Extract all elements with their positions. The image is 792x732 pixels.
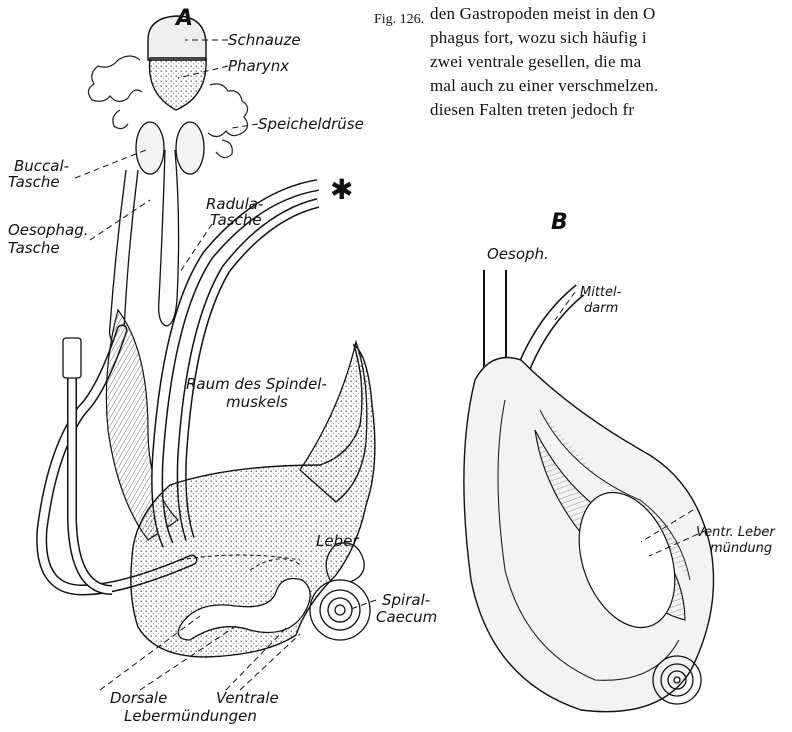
- label-oesophag-1: Oesophag.: [8, 222, 89, 238]
- spiral-caecum: [310, 580, 370, 640]
- panel-b-letter: B: [551, 210, 568, 235]
- text-line: phagus fort, wozu sich häufig i: [430, 26, 792, 50]
- label-schnauze: Schnauze: [228, 32, 301, 48]
- label-oesoph: Oesoph.: [487, 246, 549, 262]
- text-line: zwei ventrale gesellen, die ma: [430, 50, 792, 74]
- radula-sac: [159, 150, 179, 326]
- label-raum-1: Raum des Spindel-: [186, 376, 327, 392]
- text-line: mal auch zu einer verschmelzen.: [430, 74, 792, 98]
- body-text: den Gastropoden meist in den O phagus fo…: [430, 2, 792, 122]
- label-oesophag-2: Tasche: [8, 240, 60, 256]
- label-speicheldruese: Speicheldrüse: [258, 116, 364, 132]
- label-mitteldarm-2: darm: [584, 302, 618, 316]
- pharynx: [150, 58, 207, 110]
- buccal-pouch-right: [176, 122, 204, 174]
- asterisk-marker: ✱: [330, 173, 353, 206]
- panel-b-illustration: [445, 200, 792, 732]
- panel-a-letter: A: [176, 6, 193, 31]
- label-dorsale: Dorsale: [110, 690, 167, 706]
- text-line: diesen Falten treten jedoch fr: [430, 98, 792, 122]
- salivary-gland-left: [88, 56, 142, 129]
- label-buccal-2: Tasche: [8, 174, 60, 190]
- label-radula-2: Tasche: [210, 212, 262, 228]
- label-spiral-2: Caecum: [376, 609, 437, 625]
- text-line: den Gastropoden meist in den O: [430, 2, 792, 26]
- salivary-gland-right: [208, 84, 248, 158]
- label-lebermuendungen: Lebermündungen: [124, 708, 257, 724]
- label-leber: Leber: [316, 533, 359, 549]
- label-buccal-1: Buccal-: [14, 158, 69, 174]
- label-ventrale: Ventrale: [216, 690, 279, 706]
- label-spiral-1: Spiral-: [382, 592, 430, 608]
- label-mitteldarm-1: Mittel-: [580, 286, 621, 300]
- label-raum-2: muskels: [226, 394, 288, 410]
- label-ventr-leber: Ventr. Leber: [696, 526, 775, 540]
- buccal-pouch-left: [136, 122, 164, 174]
- anus-end: [63, 338, 81, 378]
- label-radula-1: Radula-: [206, 196, 263, 212]
- label-pharynx: Pharynx: [228, 58, 289, 74]
- label-muendung: mündung: [710, 542, 772, 556]
